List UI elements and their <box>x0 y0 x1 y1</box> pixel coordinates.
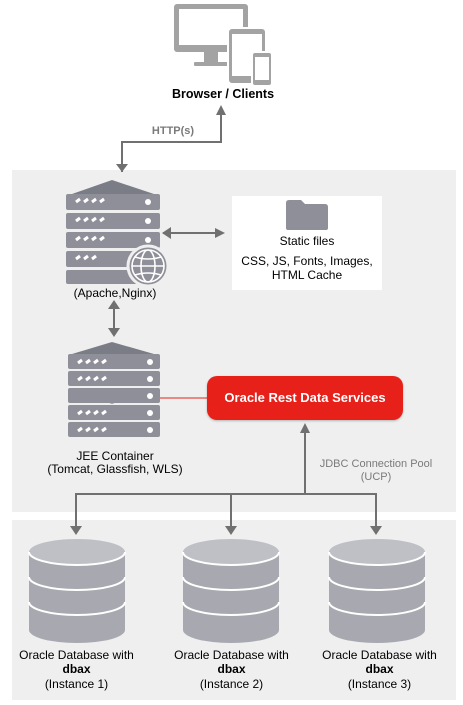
database-1-instance: (Instance 1) <box>44 677 109 691</box>
database-2-instance: (Instance 2) <box>199 677 264 691</box>
web-server-icon <box>66 180 170 288</box>
database-2-name: dbax <box>217 662 246 676</box>
static-files-line1: CSS, JS, Fonts, Images, <box>241 254 373 268</box>
static-files-connector <box>162 227 225 239</box>
jdbc-pool-connector <box>70 423 382 535</box>
database-3-name: dbax <box>365 662 394 676</box>
protocol-label: HTTP(s) <box>151 125 195 137</box>
database-3-line1: Oracle Database with <box>322 648 437 662</box>
database-icon <box>182 539 280 643</box>
jdbc-pool-label: JDBC Connection Pool <box>319 458 433 470</box>
http-connector <box>116 105 226 172</box>
clients-label: Browser / Clients <box>171 87 275 101</box>
database-icon <box>328 539 426 643</box>
web-to-jee-connector <box>108 300 120 337</box>
database-1-line1: Oracle Database with <box>19 648 134 662</box>
database-2: Oracle Database with dbax (Instance 2) <box>155 538 308 698</box>
ords-box: Oracle Rest Data Services <box>207 376 403 420</box>
folder-icon <box>286 200 328 230</box>
database-icon <box>28 539 126 643</box>
jee-container-servers: (Tomcat, Glassfish, WLS) <box>47 462 183 476</box>
jdbc-pool-ucp: (UCP) <box>360 471 392 483</box>
database-2-line1: Oracle Database with <box>174 648 289 662</box>
static-files-line2: HTML Cache <box>271 268 343 282</box>
database-1: Oracle Database with dbax (Instance 1) <box>0 538 153 698</box>
database-3: Oracle Database with dbax (Instance 3) <box>303 538 456 698</box>
server-icon <box>68 342 160 437</box>
database-3-instance: (Instance 3) <box>347 677 412 691</box>
static-files-title: Static files <box>279 234 335 248</box>
database-1-name: dbax <box>62 662 91 676</box>
devices-icon <box>174 4 273 87</box>
jee-container-label: JEE Container <box>76 449 154 463</box>
web-server-label: (Apache,Nginx) <box>73 286 157 300</box>
